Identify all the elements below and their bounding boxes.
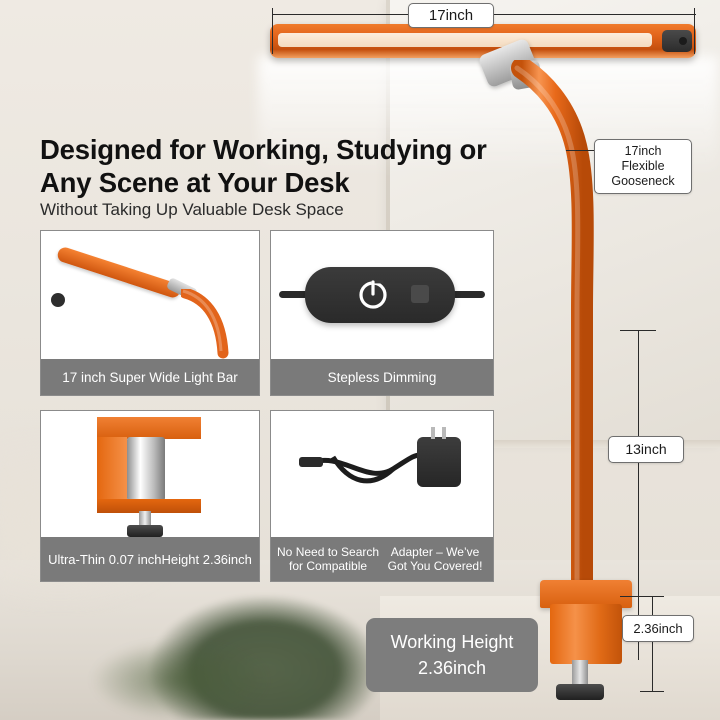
measure-tick-pole-bottom (620, 596, 656, 597)
feature-card-dimming: Stepless Dimming (270, 230, 494, 396)
feature-card-light-bar: 17 inch Super Wide Light Bar (40, 230, 260, 396)
feature-card-clamp: Ultra-Thin 0.07 inch Height 2.36inch (40, 410, 260, 582)
gooseneck-icon (179, 287, 251, 364)
measure-line-right (694, 8, 695, 54)
power-adapter-icon (271, 411, 493, 537)
working-height-badge: Working Height 2.36inch (366, 618, 538, 692)
caption-line-2: Adapter – We’ve Got You Covered! (387, 545, 483, 573)
lamp-light-bar (270, 24, 696, 58)
lamp-diffuser (278, 33, 652, 47)
measure-leader-gooseneck (566, 150, 596, 151)
page-subtitle: Without Taking Up Valuable Desk Space (40, 200, 344, 219)
caption-line-1: Ultra-Thin 0.07 inch (48, 551, 162, 567)
measure-tick-pole-top (620, 330, 656, 331)
flexible-gooseneck (500, 60, 640, 605)
callout-pole-height: 13inch (608, 436, 684, 463)
page-title: Designed for Working, Studying or Any Sc… (40, 134, 487, 198)
caption-line-1: No Need to Search for Compatible (277, 545, 380, 573)
callout-bar-width: 17inch (408, 3, 494, 28)
feature-card-caption: Ultra-Thin 0.07 inch Height 2.36inch (41, 537, 259, 581)
measure-line-pole (638, 330, 639, 660)
clamp-screw (572, 660, 588, 688)
lamp-end-cap (662, 30, 692, 52)
working-height-value: 2.36inch (417, 658, 487, 678)
measure-line-clamp (652, 596, 653, 692)
wall-base-line (386, 440, 720, 448)
clamp-body (550, 604, 622, 664)
callout-gooseneck: 17inch Flexible Gooseneck (594, 139, 692, 194)
feature-card-caption: No Need to Search for Compatible Adapter… (271, 537, 493, 581)
measure-tick-clamp-bottom (640, 691, 664, 692)
feature-card-caption: 17 inch Super Wide Light Bar (41, 359, 259, 395)
measure-tick-clamp-top (640, 596, 664, 597)
wall-panel-edge (386, 0, 390, 446)
working-height-label: Working Height (390, 632, 514, 652)
clamp-knob (556, 684, 604, 700)
power-button-icon (271, 231, 493, 359)
desk-clamp-icon (41, 411, 259, 537)
caption-line-2: Height 2.36inch (161, 551, 252, 567)
feature-card-adapter: No Need to Search for Compatible Adapter… (270, 410, 494, 582)
feature-card-caption: Stepless Dimming (271, 359, 493, 395)
callout-clamp-thickness: 2.36inch (622, 615, 694, 642)
light-bar-icon (41, 231, 259, 359)
clamp-top-plate (540, 580, 632, 608)
plant-foliage-secondary (90, 640, 270, 720)
measure-line-left (272, 8, 273, 54)
